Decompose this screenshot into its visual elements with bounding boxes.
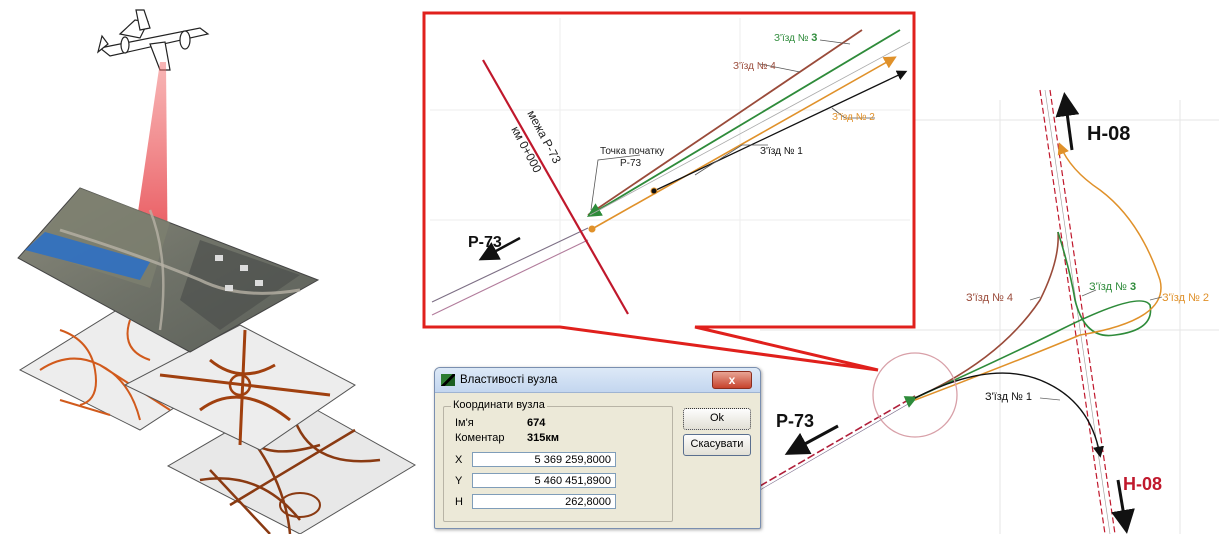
app-icon <box>441 374 455 386</box>
p73-west-arrow <box>784 424 839 455</box>
label-p73-main: Р-73 <box>776 411 814 431</box>
h-label: H <box>455 496 463 508</box>
zoom-label-ramp-1: З'їзд № 1 <box>760 146 803 157</box>
zoom-label-start-2: Р-73 <box>620 158 642 169</box>
zoom-label-p73: Р-73 <box>468 234 502 251</box>
zoom-ramp-1 <box>653 70 908 192</box>
comment-label: Коментар <box>455 432 505 444</box>
ramp-4-line <box>914 231 1059 399</box>
h08-north-arrow <box>1055 92 1080 151</box>
zoom-ramp-3 <box>586 29 901 217</box>
y-label: Y <box>455 475 463 487</box>
label-ramp-2: З'їзд № 2 <box>1162 292 1209 304</box>
label-ramp-1: З'їзд № 1 <box>985 391 1032 403</box>
close-button[interactable]: x <box>712 371 752 389</box>
satellite-image-layer <box>17 187 320 353</box>
ramp-3-line <box>903 231 1152 408</box>
interchange-layer-2 <box>123 324 356 451</box>
interchange-plan-view: Н-08 Н-08 Р-73 З'їзд № 4 З'їзд № 3 З'їзд… <box>759 89 1219 534</box>
label-ramp-3: З'їзд № 3 <box>1089 281 1136 293</box>
dialog-titlebar[interactable]: Властивості вузла x <box>435 368 760 393</box>
interchange-layer-3 <box>166 394 416 534</box>
node-properties-dialog: Властивості вузла x Координати вузла Ім'… <box>434 367 761 529</box>
ramp-2-line <box>914 142 1162 401</box>
ramp-1-line <box>914 372 1105 458</box>
x-label: X <box>455 454 463 466</box>
p73-border-line <box>482 59 629 315</box>
comment-value: 315км <box>527 432 559 444</box>
start-point-marker <box>588 225 596 233</box>
label-h08-top: Н-08 <box>1087 123 1130 145</box>
zoom-ramp-2 <box>591 56 897 230</box>
coordinates-group-label: Координати вузла <box>451 399 547 411</box>
zoom-label-ramp-2: З'їзд № 2 <box>832 112 875 123</box>
dialog-title: Властивості вузла <box>460 374 558 386</box>
label-h08-bottom: Н-08 <box>1123 474 1162 494</box>
zoom-p73-arrow <box>478 236 521 261</box>
node-highlight-circle <box>872 352 958 438</box>
cancel-button[interactable]: Скасувати <box>683 434 751 456</box>
name-label: Ім'я <box>455 417 474 429</box>
airplane-icon <box>96 9 210 71</box>
road-p73 <box>759 395 916 491</box>
zoom-label-ramp-4: З'їзд № 4 <box>733 61 776 72</box>
x-coordinate-field[interactable]: 5 369 259,8000 <box>472 452 616 467</box>
zoom-label-ramp-3: З'їзд № 3 <box>774 32 817 44</box>
y-coordinate-field[interactable]: 5 460 451,8900 <box>472 473 616 488</box>
zoom-ramp-4 <box>587 29 863 216</box>
zoom-label-start-1: Точка початку <box>600 146 664 157</box>
name-value: 674 <box>527 417 546 429</box>
h08-south-arrow <box>1111 479 1135 534</box>
ok-button[interactable]: Ok <box>683 408 751 430</box>
h-coordinate-field[interactable]: 262,8000 <box>472 494 616 509</box>
coordinates-group <box>443 406 673 522</box>
zoom-callout: Р-73 межа Р-73 км 0+000 Точка початку Р-… <box>422 11 916 372</box>
layered-map-illustration <box>17 9 416 534</box>
road-h08 <box>1039 89 1116 534</box>
scan-strip <box>25 232 150 280</box>
ramp1-start-marker <box>650 187 658 195</box>
label-ramp-4: З'їзд № 4 <box>966 292 1013 304</box>
